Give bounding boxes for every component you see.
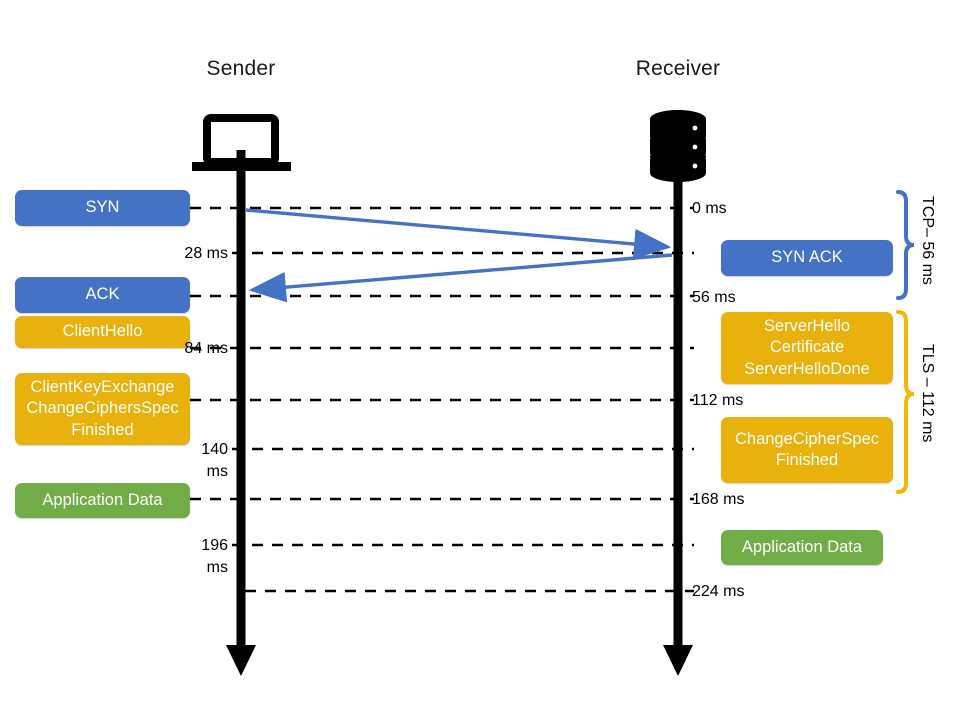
message-change-cipher-spec-label: ChangeCipherSpec Finished [734, 429, 879, 469]
message-client-hello[interactable]: ClientHello [15, 316, 190, 348]
arrow-syn-ack [248, 253, 673, 303]
message-syn-label: SYN [85, 198, 120, 217]
sender-lifeline [226, 150, 256, 676]
arrow-syn [245, 208, 672, 260]
tick-224ms: 224 ms [692, 583, 745, 600]
phase-label-tcp: TCP– 56 ms [919, 196, 936, 285]
message-change-cipher-spec[interactable]: ChangeCipherSpec Finished [721, 417, 893, 483]
time-gridlines [190, 206, 694, 593]
message-server-hello[interactable]: ServerHello Certificate ServerHelloDone [721, 312, 893, 384]
tick-140ms: 140 ms [201, 441, 228, 480]
tick-84ms: 84 ms [184, 340, 228, 357]
tcp-bracket [896, 190, 915, 300]
message-application-data-sender-label: Application Data [42, 490, 163, 509]
message-client-key-exchange[interactable]: ClientKeyExchange ChangeCiphersSpec Fini… [15, 373, 190, 445]
tick-168ms: 168 ms [692, 491, 745, 508]
message-syn-ack[interactable]: SYN ACK [721, 240, 893, 276]
tick-196ms: 196 ms [201, 537, 228, 576]
tick-28ms: 28 ms [184, 245, 228, 262]
message-client-key-exchange-label: ClientKeyExchange ChangeCiphersSpec Fini… [26, 378, 179, 439]
sender-title: Sender [206, 57, 276, 80]
message-syn-ack-label: SYN ACK [771, 248, 843, 267]
database-server-icon [650, 110, 706, 182]
tls-bracket [896, 310, 915, 494]
phase-label-tls: TLS – 112 ms [919, 344, 936, 443]
tick-112ms: 112 ms [692, 392, 744, 409]
tick-0ms: 0 ms [692, 200, 727, 217]
message-ack[interactable]: ACK [15, 277, 190, 313]
tick-56ms: 56 ms [692, 289, 736, 306]
receiver-title: Receiver [635, 57, 721, 80]
message-client-hello-label: ClientHello [62, 322, 143, 341]
message-application-data-receiver-label: Application Data [741, 537, 863, 556]
receiver-lifeline [663, 150, 693, 676]
message-server-hello-label: ServerHello Certificate ServerHelloDone [744, 317, 870, 378]
message-ack-label: ACK [85, 285, 120, 304]
message-application-data-sender[interactable]: Application Data [15, 483, 190, 518]
message-syn[interactable]: SYN [15, 190, 190, 226]
message-application-data-receiver[interactable]: Application Data [721, 530, 883, 565]
laptop-icon [192, 114, 291, 171]
